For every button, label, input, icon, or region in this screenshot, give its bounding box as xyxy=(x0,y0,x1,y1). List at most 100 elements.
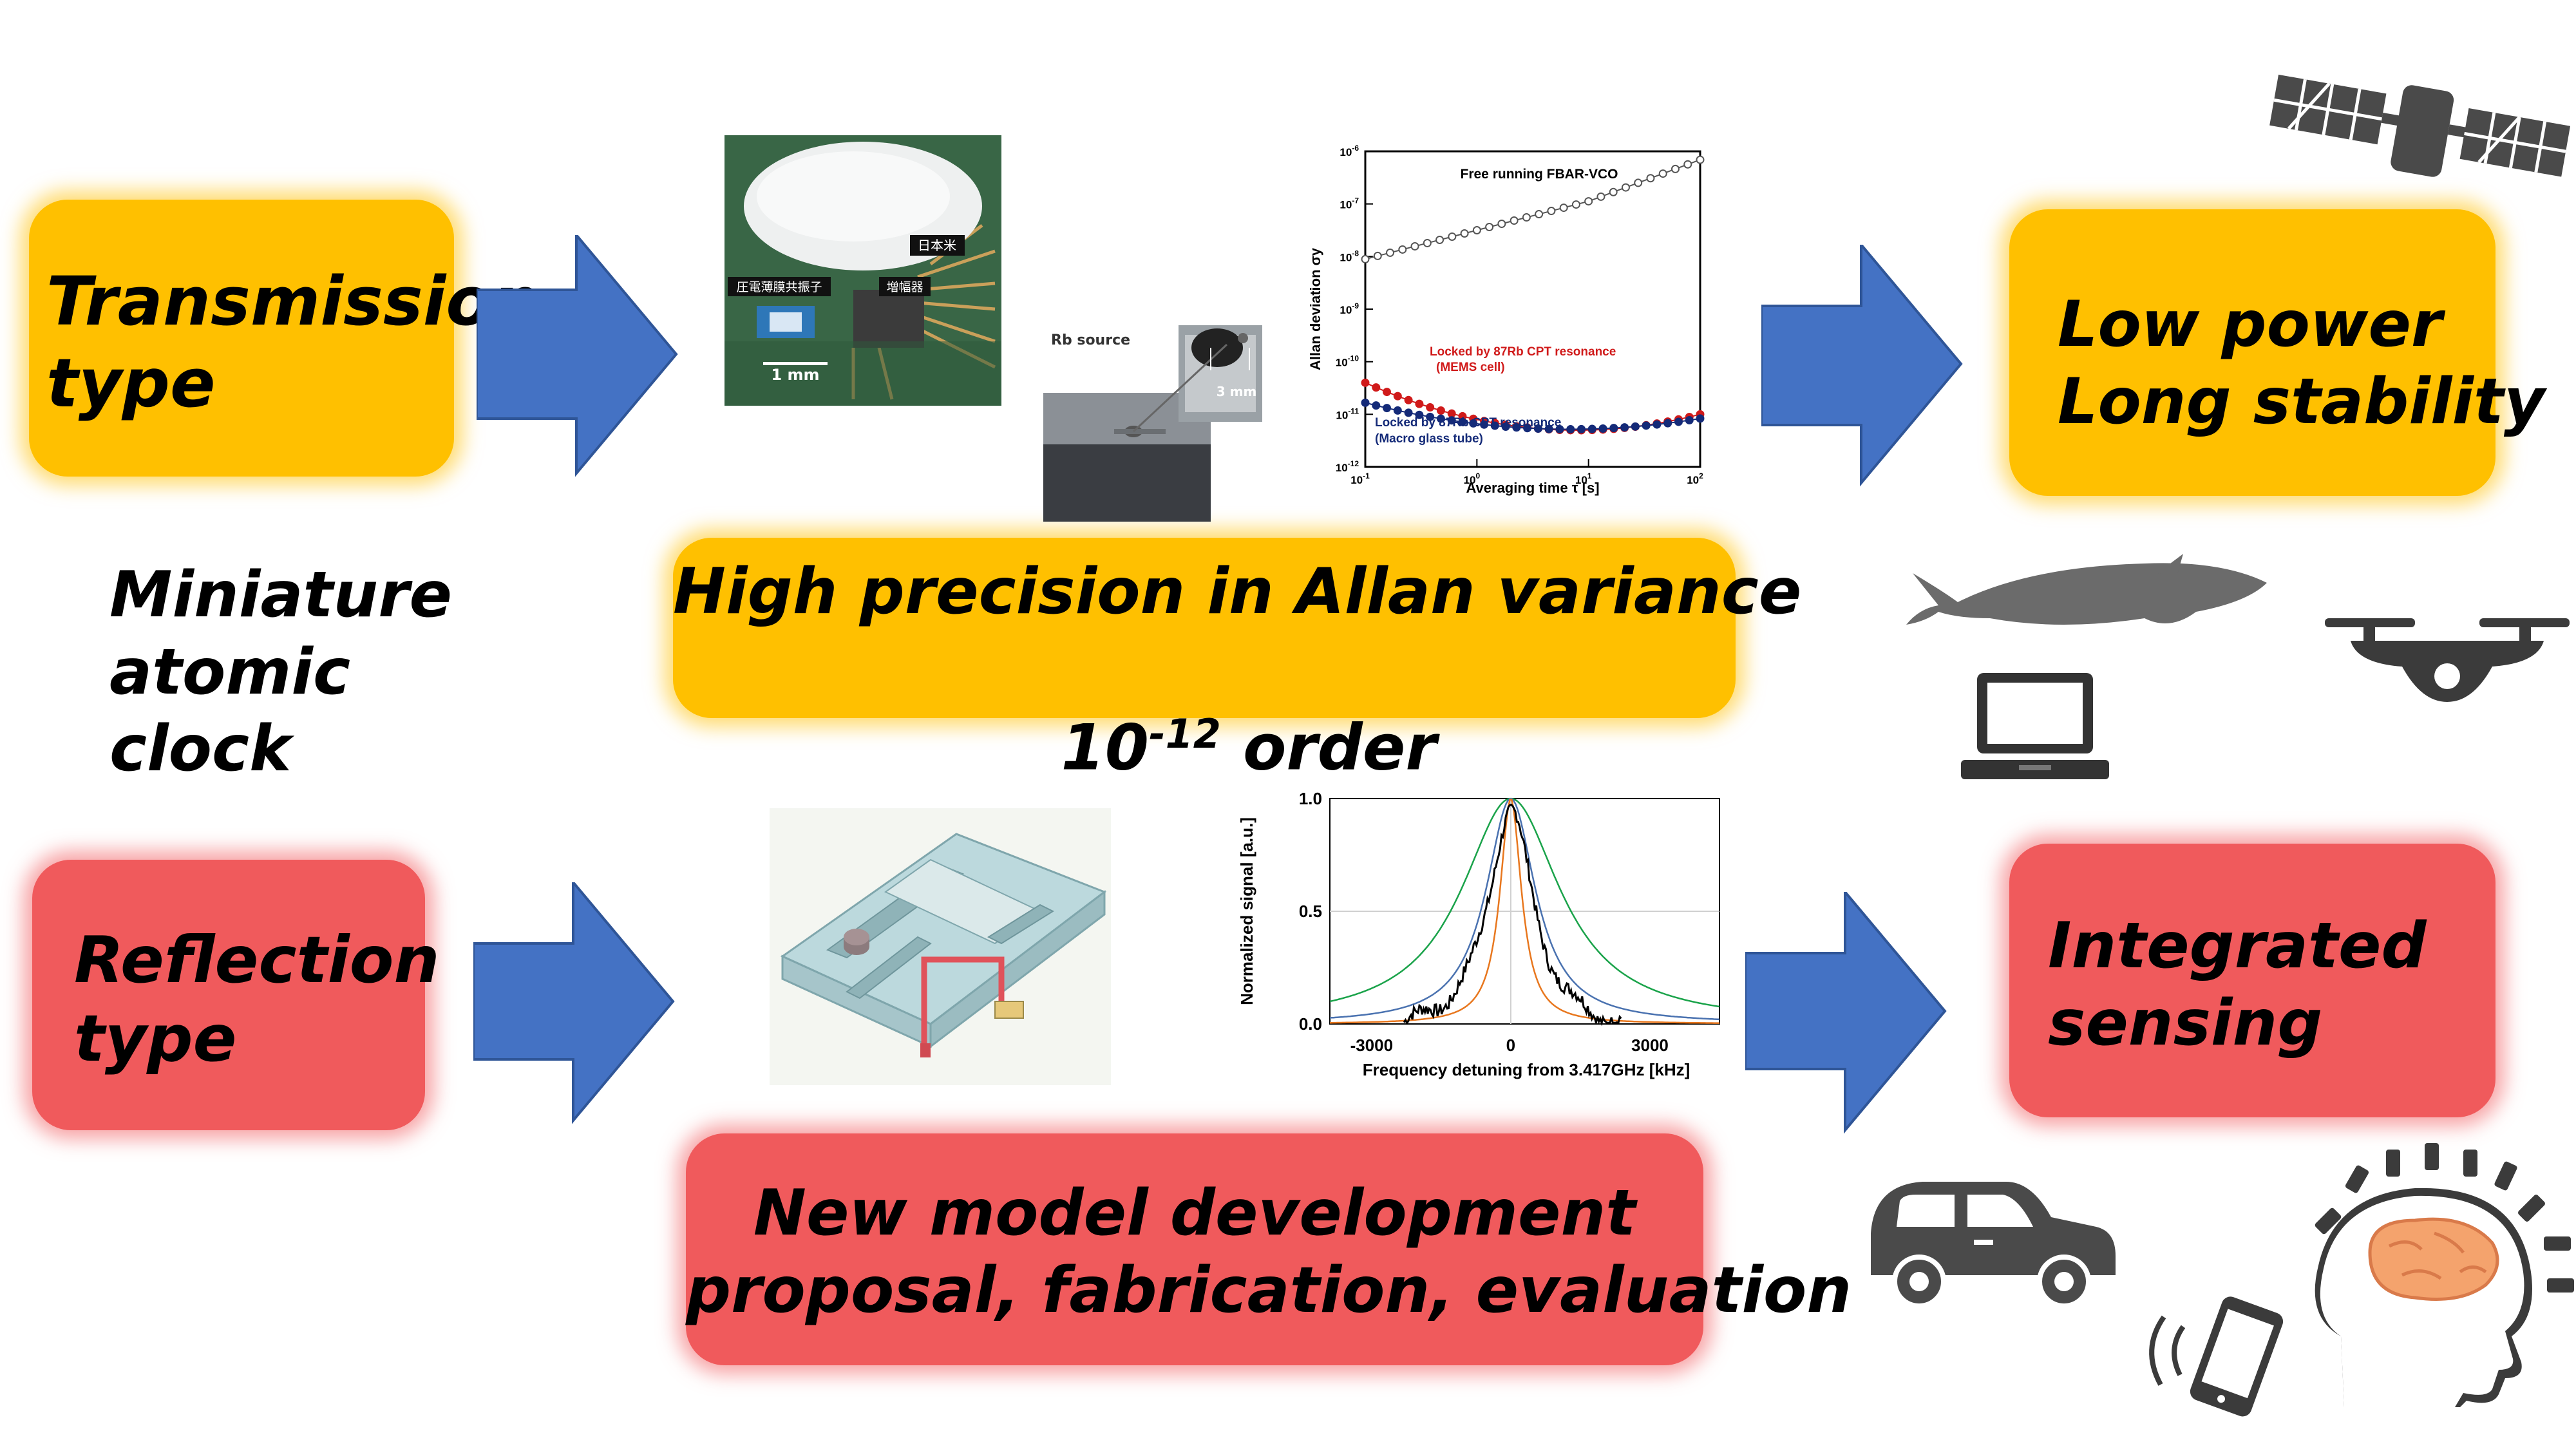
reflection-device-image xyxy=(770,808,1111,1085)
macro-tube-point xyxy=(1620,423,1629,432)
macro-tube-point xyxy=(1393,406,1402,415)
macro-tube-point xyxy=(1685,416,1694,425)
macro-tube-point xyxy=(1426,412,1435,421)
spectrum-x-tick-label: -3000 xyxy=(1350,1036,1394,1055)
mems-cell-point xyxy=(1393,392,1402,401)
arrow-right-icon xyxy=(1761,245,1963,487)
macro-tube-point xyxy=(1447,416,1456,425)
smartphone-icon xyxy=(2149,1296,2284,1417)
free-running-point xyxy=(1547,207,1556,216)
free-running-point xyxy=(1571,200,1580,209)
precision-base: 10 xyxy=(1061,711,1149,785)
low-power-text: Low power Long stability xyxy=(2058,288,2545,439)
free-running-point xyxy=(1671,164,1680,173)
free-running-point xyxy=(1435,235,1444,244)
mems-cell-point xyxy=(1372,383,1381,392)
macro-tube-point xyxy=(1663,419,1672,428)
free-running-point xyxy=(1460,229,1469,238)
macro-tube-point xyxy=(1490,421,1499,430)
rb-source-label: Rb source xyxy=(1051,332,1130,348)
miniature-atomic-clock-title: Miniature atomic clock xyxy=(109,558,453,786)
macro-tube-point xyxy=(1404,408,1413,417)
free-running-point xyxy=(1423,238,1432,247)
precision-exponent: -12 xyxy=(1148,710,1221,757)
macro-tube-point xyxy=(1544,424,1553,433)
precision-tail: order xyxy=(1220,711,1437,785)
free-running-point xyxy=(1683,160,1692,169)
mems-label-1: Locked by 87Rb CPT resonance xyxy=(1430,345,1616,359)
spectrum-y-tick-label: 0.5 xyxy=(1299,902,1322,921)
free-running-point xyxy=(1386,248,1395,257)
free-running-point xyxy=(1448,232,1457,241)
allan-y-tick-label: 10-10 xyxy=(1336,354,1359,369)
allan-precision-box xyxy=(673,538,1736,718)
allan-y-tick-label: 10-9 xyxy=(1340,301,1359,316)
spectrum-y-tick-label: 0.0 xyxy=(1299,1014,1322,1034)
allan-precision-line2: 10-12 order xyxy=(673,632,1781,787)
spectrum-series-0 xyxy=(1329,797,1720,1008)
macro-tube-point xyxy=(1555,424,1564,433)
chip-photo: 日本米 圧電薄膜共振子 増幅器 1 mm xyxy=(724,135,1001,406)
whale-icon xyxy=(1906,554,2267,625)
spectrum-ylabel: Normalized signal [a.u.] xyxy=(1237,817,1256,1005)
spectrum-x-tick-label: 0 xyxy=(1506,1036,1515,1055)
allan-ylabel: Allan deviation σy xyxy=(1307,247,1323,370)
arrow-right-icon xyxy=(473,882,675,1124)
free-running-point xyxy=(1361,254,1370,263)
integrated-sensing-box xyxy=(2009,844,2496,1117)
macro-tube-point xyxy=(1480,420,1489,429)
spectrum-y-tick-label: 1.0 xyxy=(1299,789,1322,808)
free-running-point xyxy=(1497,220,1506,229)
macro-tube-point xyxy=(1383,404,1392,413)
amplifier-label: 増幅器 xyxy=(886,280,923,294)
macro-tube-point xyxy=(1696,414,1705,423)
free-running-point xyxy=(1410,242,1419,251)
macro-tube-point xyxy=(1436,414,1445,423)
mems-cell-point xyxy=(1361,378,1370,387)
macro-tube-point xyxy=(1501,422,1510,431)
low-power-box xyxy=(2009,209,2496,496)
macro-tube-point xyxy=(1653,420,1662,429)
satellite-icon xyxy=(2269,74,2571,177)
allan-y-tick-label: 10-6 xyxy=(1340,144,1359,158)
allan-precision-line1: High precision in Allan variance xyxy=(673,555,1802,629)
macro-tube-point xyxy=(1609,424,1618,433)
spectrum-series-2 xyxy=(1330,799,1720,1024)
macro-tube-point xyxy=(1577,424,1586,433)
macro-tube-point xyxy=(1674,417,1683,426)
free-running-point xyxy=(1658,169,1667,178)
allan-y-tick-label: 10-7 xyxy=(1340,196,1359,211)
allan-y-tick-label: 10-8 xyxy=(1340,249,1359,263)
free-running-point xyxy=(1472,226,1481,234)
free-running-point xyxy=(1535,210,1544,219)
rice-label: 日本米 xyxy=(918,238,956,253)
mems-cell-point xyxy=(1404,395,1413,404)
free-running-point xyxy=(1621,183,1630,192)
free-running-point xyxy=(1559,204,1568,213)
allan-x-tick-label: 102 xyxy=(1687,471,1703,486)
mems-cell-point xyxy=(1415,399,1424,408)
macro-tube-point xyxy=(1598,424,1607,433)
spectrum-x-tick-label: 3000 xyxy=(1631,1036,1669,1055)
free-running-point xyxy=(1696,155,1705,164)
macro-tube-point xyxy=(1415,410,1424,419)
macro-tube-point xyxy=(1372,401,1381,410)
transmission-type-label: Transmission type xyxy=(46,262,540,422)
macro-tube-point xyxy=(1523,424,1532,433)
macro-tube-point xyxy=(1631,422,1640,431)
macro-tube-point xyxy=(1533,424,1542,433)
arrow-right-icon xyxy=(1745,892,1947,1134)
macro-tube-point xyxy=(1469,419,1478,428)
free-running-point xyxy=(1584,197,1593,206)
macro-tube-point xyxy=(1512,423,1521,432)
arrow-right-icon xyxy=(477,235,678,477)
spectrum-series-1 xyxy=(1329,798,1720,1021)
macro-tube-point xyxy=(1458,417,1467,426)
integrated-sensing-text: Integrated sensing xyxy=(2048,909,2427,1060)
laptop-icon xyxy=(1961,673,2109,779)
allan-y-tick-label: 10-11 xyxy=(1336,406,1359,421)
fbar-label: 圧電薄膜共振子 xyxy=(736,280,822,294)
cell-scale-label: 3 mm xyxy=(1217,384,1257,399)
free-running-point xyxy=(1398,245,1407,254)
